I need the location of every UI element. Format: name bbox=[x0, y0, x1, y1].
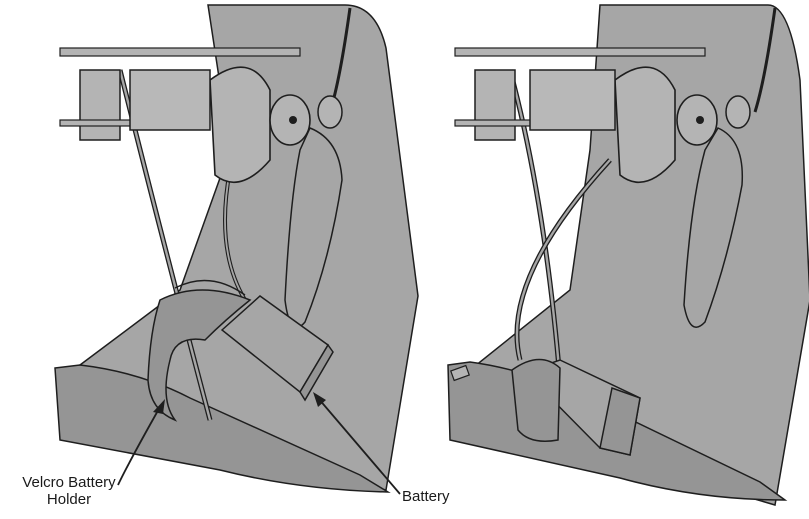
left-illustration-battery-installed bbox=[54, 4, 419, 495]
left-motor-rail-top bbox=[59, 47, 301, 57]
right-wire-1-core bbox=[508, 69, 562, 381]
right-battery-end bbox=[599, 387, 641, 456]
left-prop-hub-center bbox=[289, 116, 297, 124]
velcro-label-line1: Velcro Battery bbox=[22, 474, 116, 491]
right-motor-mount bbox=[614, 66, 676, 184]
left-fuselage-board bbox=[54, 364, 391, 493]
battery-callout-line bbox=[317, 397, 401, 495]
right-wire-2-core bbox=[515, 159, 611, 361]
right-motor-rail-top bbox=[454, 47, 706, 57]
left-spinner-cap bbox=[317, 95, 343, 129]
right-connector bbox=[450, 364, 470, 382]
right-motor-body bbox=[529, 69, 616, 131]
left-propeller-blade bbox=[284, 127, 343, 329]
right-illustration-battery-detail bbox=[447, 4, 809, 506]
left-motor-body bbox=[129, 69, 211, 131]
velcro-callout-line bbox=[117, 406, 161, 486]
left-servo-block bbox=[79, 69, 121, 141]
right-propeller-blade bbox=[683, 127, 744, 328]
right-servo-block bbox=[474, 69, 516, 141]
right-velcro-strap bbox=[511, 358, 561, 442]
velcro-label-line2: Holder bbox=[46, 491, 92, 508]
battery-callout-arrowhead bbox=[313, 392, 326, 407]
right-prop-hub-center bbox=[696, 116, 704, 124]
battery-label: Battery bbox=[402, 488, 450, 505]
right-spinner-cap bbox=[725, 95, 751, 129]
left-wire-2-core bbox=[224, 169, 246, 301]
right-wire-3 bbox=[753, 7, 777, 113]
velcro-battery-holder-label: Velcro Battery Holder bbox=[4, 474, 134, 508]
left-velcro-strap-loop bbox=[174, 279, 246, 296]
left-battery-end bbox=[299, 343, 334, 402]
left-velcro-holder bbox=[147, 289, 252, 422]
left-motor-mount bbox=[209, 66, 271, 184]
velcro-callout-arrowhead bbox=[153, 399, 165, 414]
